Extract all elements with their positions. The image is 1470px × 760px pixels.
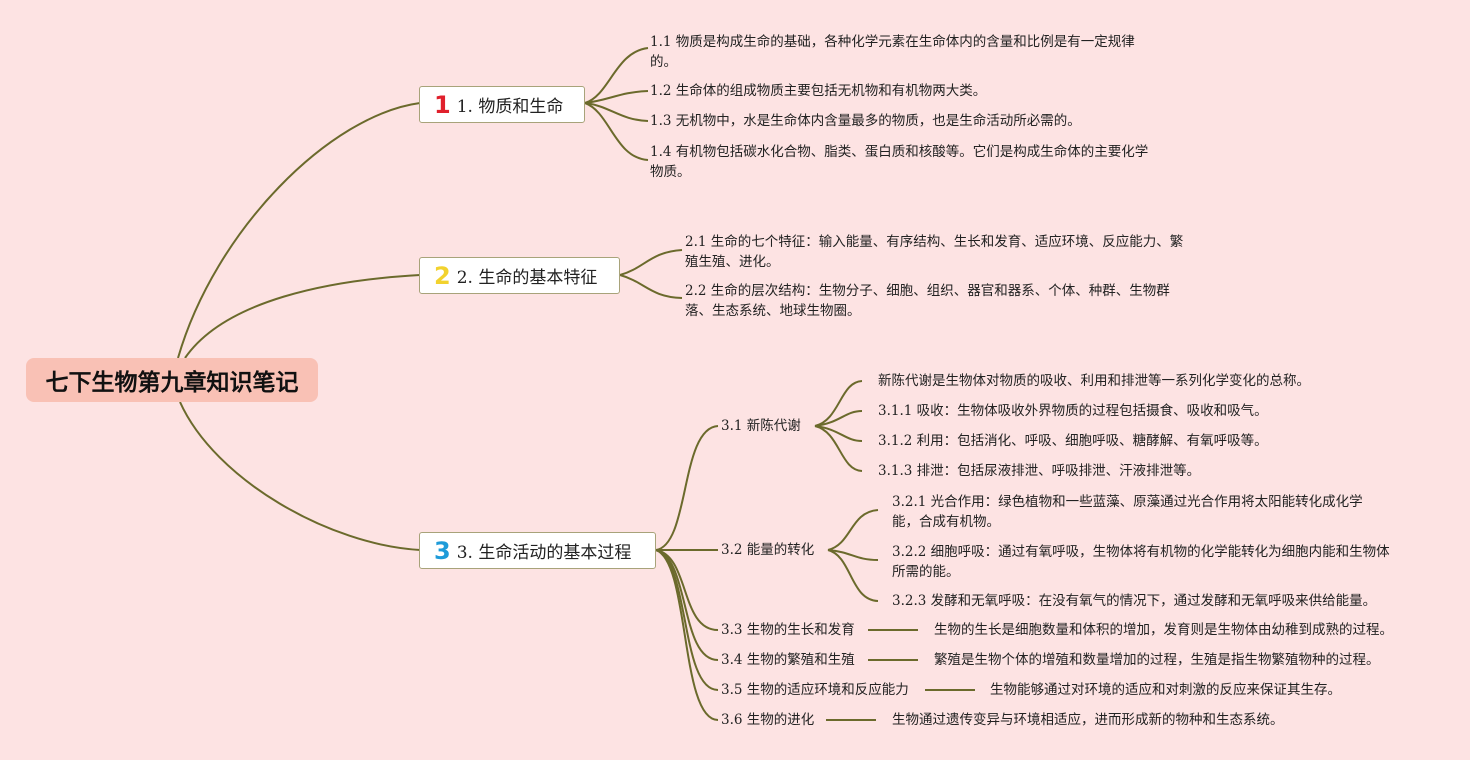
edge-s2-2 [827, 549, 879, 561]
edge-b3-s5 [655, 549, 719, 691]
root-topic[interactable]: 七下生物第九章知识笔记 [26, 358, 318, 402]
sub-3-6-label[interactable]: 3.6 生物的进化 [721, 712, 815, 728]
edge-s2-3 [827, 549, 879, 602]
desc-3-6[interactable]: 生物通过遗传变异与环境相适应，进而形成新的物种和生态系统。 [892, 712, 1284, 728]
edge-b3-s1 [655, 425, 719, 551]
badge-3-icon: 3 [434, 536, 451, 565]
badge-1-icon: 1 [434, 90, 451, 119]
item-3-1-1[interactable]: 3.1.1 吸收：生物体吸收外界物质的过程包括摄食、吸收和吸气。 [878, 403, 1268, 419]
desc-3-5[interactable]: 生物能够通过对环境的适应和对刺激的反应来保证其生存。 [990, 682, 1341, 698]
branch-1-label: 1. 物质和生命 [456, 97, 564, 117]
item-3-1-2[interactable]: 3.1.2 利用：包括消化、呼吸、细胞呼吸、糖酵解、有氧呼吸等。 [878, 433, 1268, 449]
branch-1-node[interactable]: 1 1. 物质和生命 [419, 86, 585, 123]
item-1-1[interactable]: 1.1 物质是构成生命的基础，各种化学元素在生命体内的含量和比例是有一定规律的。 [650, 34, 1135, 70]
edge-s1-4 [814, 425, 863, 472]
branch-2-node[interactable]: 2 2. 生命的基本特征 [419, 257, 620, 294]
edge-root-b1 [177, 102, 421, 359]
edge-b3-s3 [655, 549, 719, 631]
item-3-1-3[interactable]: 3.1.3 排泄：包括尿液排泄、呼吸排泄、汗液排泄等。 [878, 463, 1201, 479]
branch-2-label: 2. 生命的基本特征 [456, 268, 598, 288]
edge-b1-2 [584, 90, 649, 104]
edge-root-b3 [179, 401, 421, 551]
edge-b2-1 [619, 249, 683, 276]
item-3-2-3[interactable]: 3.2.3 发酵和无氧呼吸：在没有氧气的情况下，通过发酵和无氧呼吸来供给能量。 [892, 593, 1377, 609]
desc-3-4[interactable]: 繁殖是生物个体的增殖和数量增加的过程，生殖是指生物繁殖物种的过程。 [934, 652, 1380, 668]
edge-s1-1 [814, 380, 863, 427]
badge-2-icon: 2 [434, 261, 451, 290]
item-1-3[interactable]: 1.3 无机物中，水是生命体内含量最多的物质，也是生命活动所必需的。 [650, 113, 1081, 129]
edge-b1-4 [584, 102, 649, 161]
edge-s1-2 [814, 410, 863, 427]
item-3-2-1[interactable]: 3.2.1 光合作用：绿色植物和一些蓝藻、原藻通过光合作用将太阳能转化成化学能，… [892, 494, 1363, 530]
item-1-4[interactable]: 1.4 有机物包括碳水化合物、脂类、蛋白质和核酸等。它们是构成生命体的主要化学物… [650, 144, 1149, 180]
item-3-1-0[interactable]: 新陈代谢是生物体对物质的吸收、利用和排泄等一系列化学变化的总称。 [878, 373, 1310, 389]
edge-b1-1 [584, 47, 649, 104]
item-2-1[interactable]: 2.1 生命的七个特征：输入能量、有序结构、生长和发育、适应环境、反应能力、繁殖… [685, 234, 1184, 270]
sub-3-1-label[interactable]: 3.1 新陈代谢 [721, 418, 801, 434]
sub-3-5-label[interactable]: 3.5 生物的适应环境和反应能力 [721, 682, 909, 698]
edge-b3-s6 [655, 549, 719, 721]
sub-3-2-label[interactable]: 3.2 能量的转化 [721, 542, 815, 558]
branch-3-node[interactable]: 3 3. 生命活动的基本过程 [419, 532, 656, 569]
item-3-2-2[interactable]: 3.2.2 细胞呼吸：通过有氧呼吸，生物体将有机物的化学能转化为细胞内能和生物体… [892, 544, 1390, 580]
item-1-2[interactable]: 1.2 生命体的组成物质主要包括无机物和有机物两大类。 [650, 83, 987, 99]
sub-3-3-label[interactable]: 3.3 生物的生长和发育 [721, 622, 855, 638]
edge-s2-1 [827, 509, 879, 551]
branch-3-label: 3. 生命活动的基本过程 [456, 543, 632, 563]
desc-3-3[interactable]: 生物的生长是细胞数量和体积的增加，发育则是生物体由幼稚到成熟的过程。 [934, 622, 1393, 638]
edge-root-b2 [184, 274, 421, 359]
edge-b2-2 [619, 274, 683, 299]
edge-b1-3 [584, 102, 649, 122]
item-2-2[interactable]: 2.2 生命的层次结构：生物分子、细胞、组织、器官和器系、个体、种群、生物群落、… [685, 283, 1170, 319]
sub-3-4-label[interactable]: 3.4 生物的繁殖和生殖 [721, 652, 855, 668]
